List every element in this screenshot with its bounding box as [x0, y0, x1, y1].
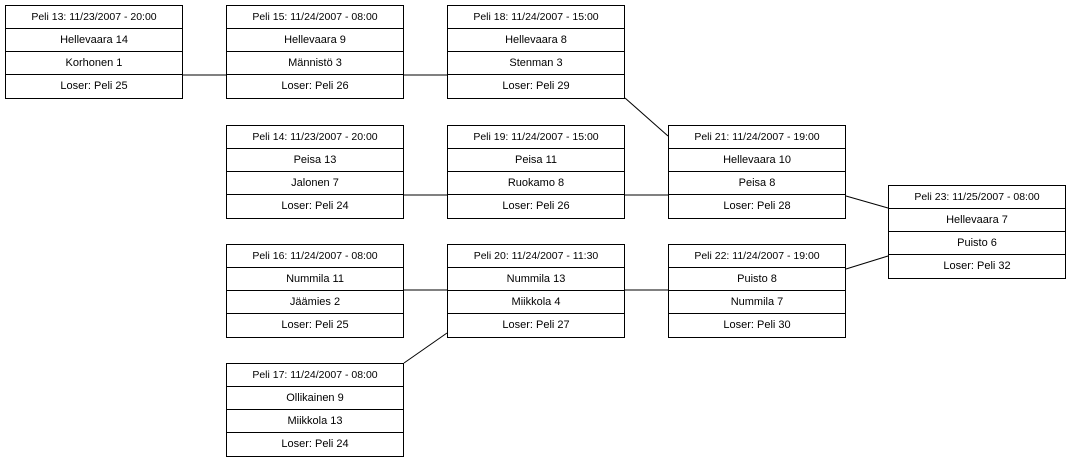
game-team-2: Miikkola 13	[227, 410, 403, 433]
game-loser-destination: Loser: Peli 25	[60, 80, 128, 92]
game-loser-destination: Loser: Peli 32	[943, 260, 1011, 272]
game-header: Peli 15: 11/24/2007 - 08:00	[227, 6, 403, 29]
game-team-1: Hellevaara 10	[669, 149, 845, 172]
game-team-2: Miikkola 4	[448, 291, 624, 314]
game-loser-destination: Loser: Peli 26	[502, 200, 570, 212]
peli21-to-peli23	[845, 195, 889, 209]
game-loser-destination: Loser: Peli 29	[502, 80, 570, 92]
game-team-2: Jalonen 7	[227, 172, 403, 195]
peli18-to-peli21	[624, 97, 669, 137]
game-team-1: Hellevaara 9	[227, 29, 403, 52]
game-loser-destination: Loser: Peli 26	[281, 80, 349, 92]
game-header: Peli 22: 11/24/2007 - 19:00	[669, 245, 845, 268]
game-header: Peli 21: 11/24/2007 - 19:00	[669, 126, 845, 149]
game-team-1: Ollikainen 9	[227, 387, 403, 410]
game-loser-destination: Loser: Peli 28	[723, 200, 791, 212]
game-team-1: Peisa 13	[227, 149, 403, 172]
game-header: Peli 20: 11/24/2007 - 11:30	[448, 245, 624, 268]
game-team-1: Hellevaara 8	[448, 29, 624, 52]
game-header: Peli 18: 11/24/2007 - 15:00	[448, 6, 624, 29]
game-team-1: Hellevaara 7	[889, 209, 1065, 232]
game-team-2: Puisto 6	[889, 232, 1065, 255]
game-team-2: Männistö 3	[227, 52, 403, 75]
game-team-2: Nummila 7	[669, 291, 845, 314]
game-team-1: Nummila 13	[448, 268, 624, 291]
game-header: Peli 13: 11/23/2007 - 20:00	[6, 6, 182, 29]
game-header: Peli 23: 11/25/2007 - 08:00	[889, 186, 1065, 209]
game-team-1: Nummila 11	[227, 268, 403, 291]
game-header: Peli 16: 11/24/2007 - 08:00	[227, 245, 403, 268]
game-loser-destination: Loser: Peli 24	[281, 438, 349, 450]
game-loser-destination: Loser: Peli 24	[281, 200, 349, 212]
peli17-to-peli20	[403, 332, 448, 364]
game-header: Peli 14: 11/23/2007 - 20:00	[227, 126, 403, 149]
game-team-1: Puisto 8	[669, 268, 845, 291]
game-team-2: Ruokamo 8	[448, 172, 624, 195]
game-team-1: Peisa 11	[448, 149, 624, 172]
game-loser-destination: Loser: Peli 30	[723, 319, 791, 331]
game-loser-destination: Loser: Peli 25	[281, 319, 349, 331]
game-header: Peli 19: 11/24/2007 - 15:00	[448, 126, 624, 149]
game-team-1: Hellevaara 14	[6, 29, 182, 52]
peli22-to-peli23	[845, 255, 889, 270]
game-header: Peli 17: 11/24/2007 - 08:00	[227, 364, 403, 387]
game-loser-destination: Loser: Peli 27	[502, 319, 570, 331]
game-team-2: Stenman 3	[448, 52, 624, 75]
game-team-2: Jäämies 2	[227, 291, 403, 314]
game-team-2: Korhonen 1	[6, 52, 182, 75]
game-team-2: Peisa 8	[669, 172, 845, 195]
